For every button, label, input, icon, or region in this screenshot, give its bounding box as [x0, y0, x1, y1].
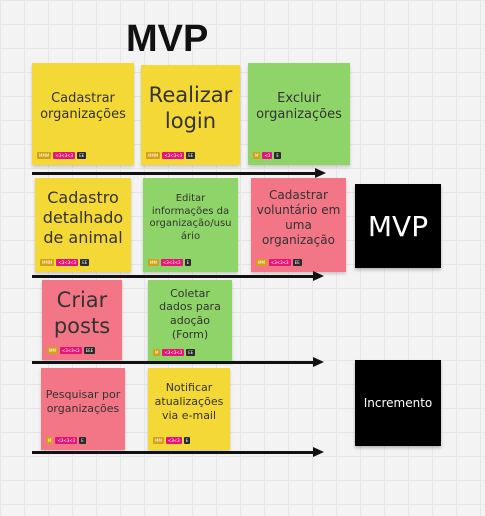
estimate-tag: EE: [186, 349, 196, 356]
priority-tag: <3<3: [165, 437, 182, 444]
effort-tag: MMM: [40, 259, 55, 266]
effort-tag: M: [46, 437, 54, 444]
effort-tag: M: [153, 349, 161, 356]
estimate-tag: EE: [80, 259, 90, 266]
estimate-tag: EEE: [83, 347, 96, 354]
sticky-note-text: Excluir organizações: [256, 90, 342, 122]
sticky-note-text: Editar informações da organização/usu ár…: [149, 193, 232, 242]
priority-tag: <3: [262, 152, 273, 159]
sticky-note-text: Coletar dados para adoção (Form): [159, 286, 221, 341]
priority-tag: <3<3<3: [160, 259, 183, 266]
sticky-note-text: Pesquisar por organizações: [45, 388, 121, 415]
estimate-tag: EE: [77, 152, 87, 159]
priority-tag: <3<3<3: [59, 347, 82, 354]
effort-tag: MMM: [37, 152, 52, 159]
arrow-row-4: [32, 447, 324, 457]
arrow-row-2: [32, 271, 324, 281]
sticky-note-text: Criar posts: [53, 287, 111, 338]
effort-tag: MM: [256, 259, 267, 266]
incremento-box-label: Incremento: [363, 396, 433, 410]
sticky-note-text: Cadastrar organizações: [40, 90, 126, 122]
sticky-note-text: Notificar atualizações via e-mail: [154, 381, 224, 422]
effort-tag: MM: [47, 347, 58, 354]
mvp-box-label: MVP: [367, 209, 429, 243]
effort-tag: M: [253, 152, 261, 159]
estimate-tag: E: [79, 437, 86, 444]
estimate-tag: E: [274, 152, 281, 159]
priority-tag: <3<3<3: [268, 259, 291, 266]
priority-tag: <3<3<3: [55, 437, 78, 444]
sticky-note-text: Cadastrar voluntário em uma organização: [256, 188, 341, 247]
estimate-tag: EE: [186, 152, 196, 159]
arrow-row-1: [32, 168, 326, 178]
board-title: MVP: [126, 18, 209, 60]
effort-tag: MM: [148, 259, 159, 266]
sticky-note-text: Cadastro detalhado de animal: [42, 188, 124, 247]
incremento-box[interactable]: Incremento: [355, 360, 441, 446]
priority-tag: <3<3<3: [162, 152, 185, 159]
estimate-tag: E: [183, 437, 191, 444]
effort-tag: MMM: [146, 152, 161, 159]
arrow-row-3: [32, 357, 324, 367]
priority-tag: <3<3<3: [53, 152, 76, 159]
estimate-tag: EE: [292, 259, 302, 266]
sticky-note-editar-informacoes[interactable]: Editar informações da organização/usu ár…: [143, 178, 238, 272]
priority-tag: <3<3<3: [56, 259, 79, 266]
priority-tag: <3<3<3: [162, 349, 185, 356]
sticky-note-text: Realizar login: [148, 82, 233, 133]
estimate-tag: E: [184, 259, 192, 266]
mvp-box[interactable]: MVP: [355, 184, 441, 268]
effort-tag: MM: [153, 437, 164, 444]
